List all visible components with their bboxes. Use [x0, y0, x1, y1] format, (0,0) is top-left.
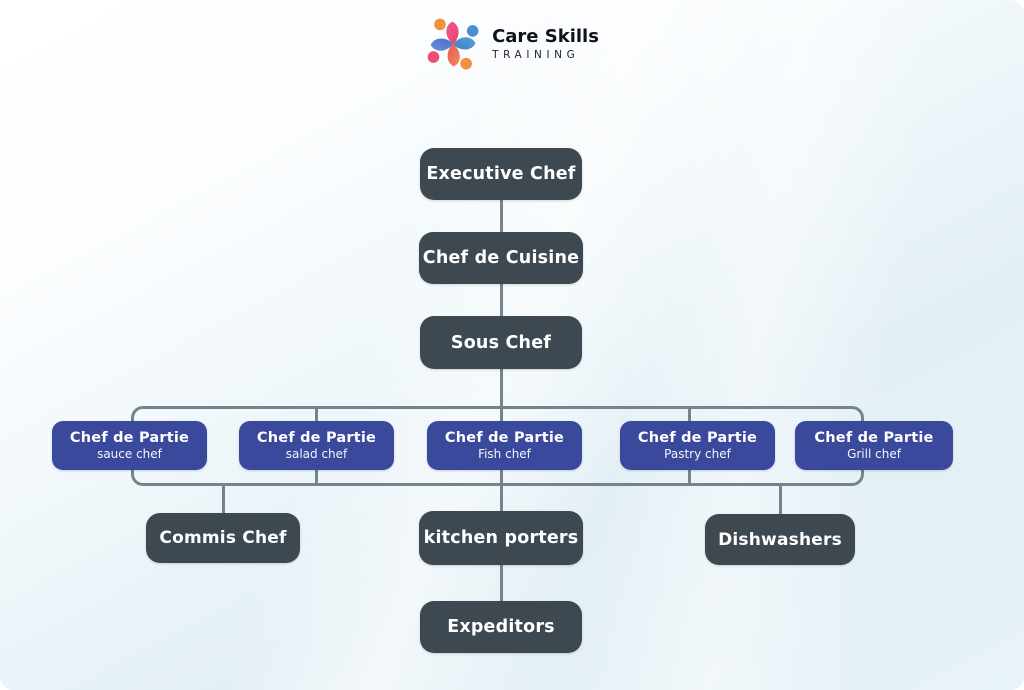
node-subtitle: Pastry chef [664, 447, 731, 461]
node-chef-de-cuisine: Chef de Cuisine [419, 232, 583, 284]
node-title: Chef de Partie [444, 430, 565, 446]
node-chef-de-partie-sauce: Chef de Partie sauce chef [52, 421, 207, 470]
connector-dishwashers [779, 483, 782, 514]
node-expeditors: Expeditors [420, 601, 582, 653]
connector-sous-group [500, 369, 503, 408]
brand-name: Care Skills [492, 25, 599, 47]
brand-header: Care Skills TRAINING [425, 16, 599, 72]
connector-executive-cuisine [500, 200, 503, 232]
node-title: Chef de Partie [814, 430, 934, 446]
node-sous-chef: Sous Chef [420, 316, 582, 369]
node-subtitle: Fish chef [478, 447, 531, 461]
node-chef-de-partie-grill: Chef de Partie Grill chef [795, 421, 953, 470]
node-executive-chef: Executive Chef [420, 148, 582, 200]
node-subtitle: Grill chef [847, 447, 901, 461]
node-commis-chef: Commis Chef [146, 513, 300, 563]
brand-tagline: TRAINING [492, 49, 580, 62]
connector-commis-chef [222, 483, 225, 513]
node-chef-de-partie-pastry: Chef de Partie Pastry chef [620, 421, 775, 470]
node-kitchen-porters: kitchen porters [419, 511, 583, 565]
node-title: Chef de Partie [256, 430, 377, 446]
node-subtitle: salad chef [285, 447, 348, 461]
node-chef-de-partie-salad: Chef de Partie salad chef [239, 421, 394, 470]
node-subtitle: sauce chef [97, 447, 162, 461]
node-title: Chef de Partie [637, 430, 758, 446]
node-title: Chef de Partie [69, 430, 190, 446]
node-chef-de-partie-fish: Chef de Partie Fish chef [427, 421, 582, 470]
connector-expeditors [500, 565, 503, 601]
connector-kitchen-porters [500, 483, 503, 511]
brand-logo-icon [425, 16, 481, 72]
node-dishwashers: Dishwashers [705, 514, 855, 565]
connector-cuisine-sous [500, 284, 503, 316]
